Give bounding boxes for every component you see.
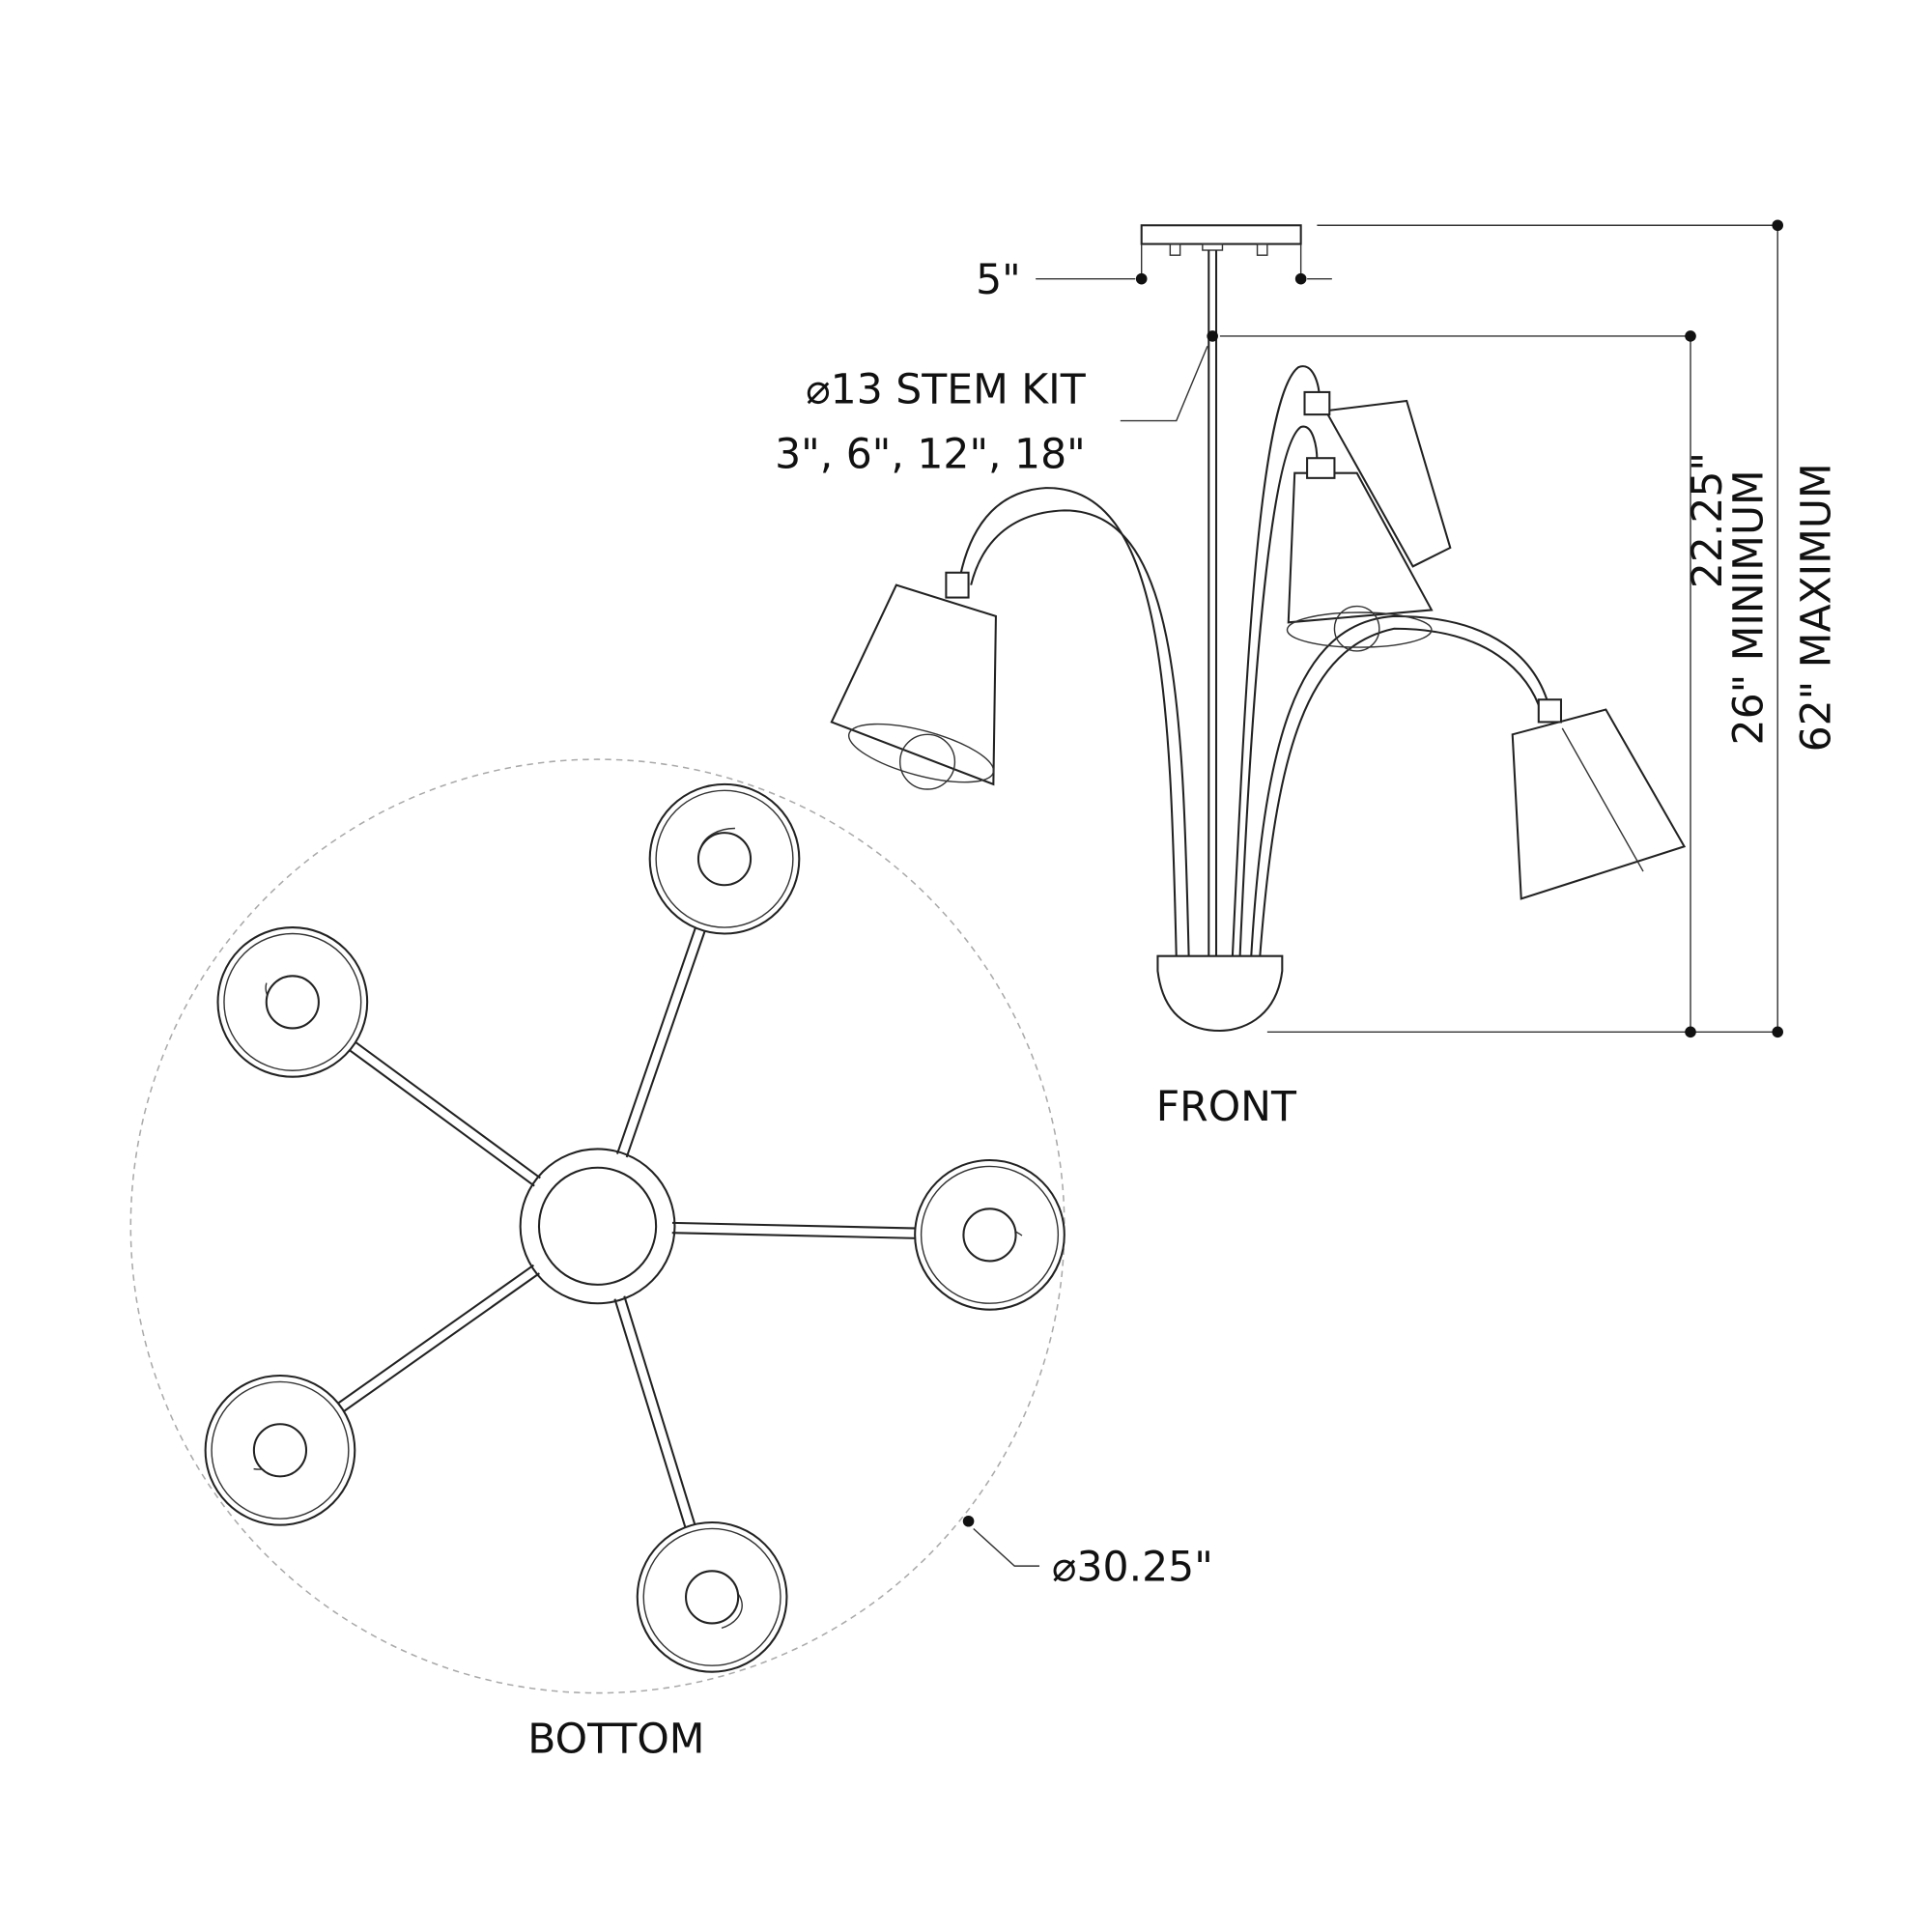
front-view-label: FRONT [1156,1084,1297,1131]
arm [625,928,707,1158]
bulb [265,975,320,1030]
lamp-shade-inner [211,1380,350,1520]
lamp-shade [830,583,997,786]
max-height-label: 62" MAXIMUM [1793,463,1840,752]
bulb [685,1570,740,1625]
arm [623,1295,696,1527]
arm [1231,365,1321,959]
arm [957,487,1178,959]
lamp-shade [1511,708,1687,900]
lamp-shade-inner [223,932,362,1071]
front-view [830,224,1687,1033]
arm [341,1272,540,1414]
bulb [252,1423,308,1478]
arm [671,1232,918,1239]
bottom-view-label: BOTTOM [527,1716,704,1763]
bottom-view [129,758,1065,1694]
bulb [962,1208,1017,1263]
arm [671,1221,918,1230]
hub-ring [519,1148,676,1305]
lamp-shade-inner [655,789,794,928]
bulb [696,832,753,887]
dimensions [962,219,1784,1567]
arm [353,1039,541,1179]
body-height-label: 22.25" [1685,452,1732,588]
canopy-width-label: 5" [976,257,1021,304]
diameter-label: ⌀30.25" [1052,1545,1213,1592]
min-height-label: 26" MINIMUM [1726,469,1774,745]
bottom-bowl [1156,954,1284,1033]
stem-kit-sizes-label: 3", 6", 12", 18" [775,432,1086,479]
arm [1250,614,1551,959]
arm [613,1298,688,1530]
lamp-shade [1323,399,1452,568]
lamp-shade-inner [642,1527,781,1666]
stem-kit-label: ⌀13 STEM KIT [806,367,1087,414]
arm [615,924,697,1154]
arm [335,1264,535,1406]
arm [347,1047,535,1187]
hub [537,1166,658,1286]
lamp-shade [1287,471,1434,624]
canopy [1140,224,1302,245]
lamp-shade-inner [920,1165,1060,1304]
